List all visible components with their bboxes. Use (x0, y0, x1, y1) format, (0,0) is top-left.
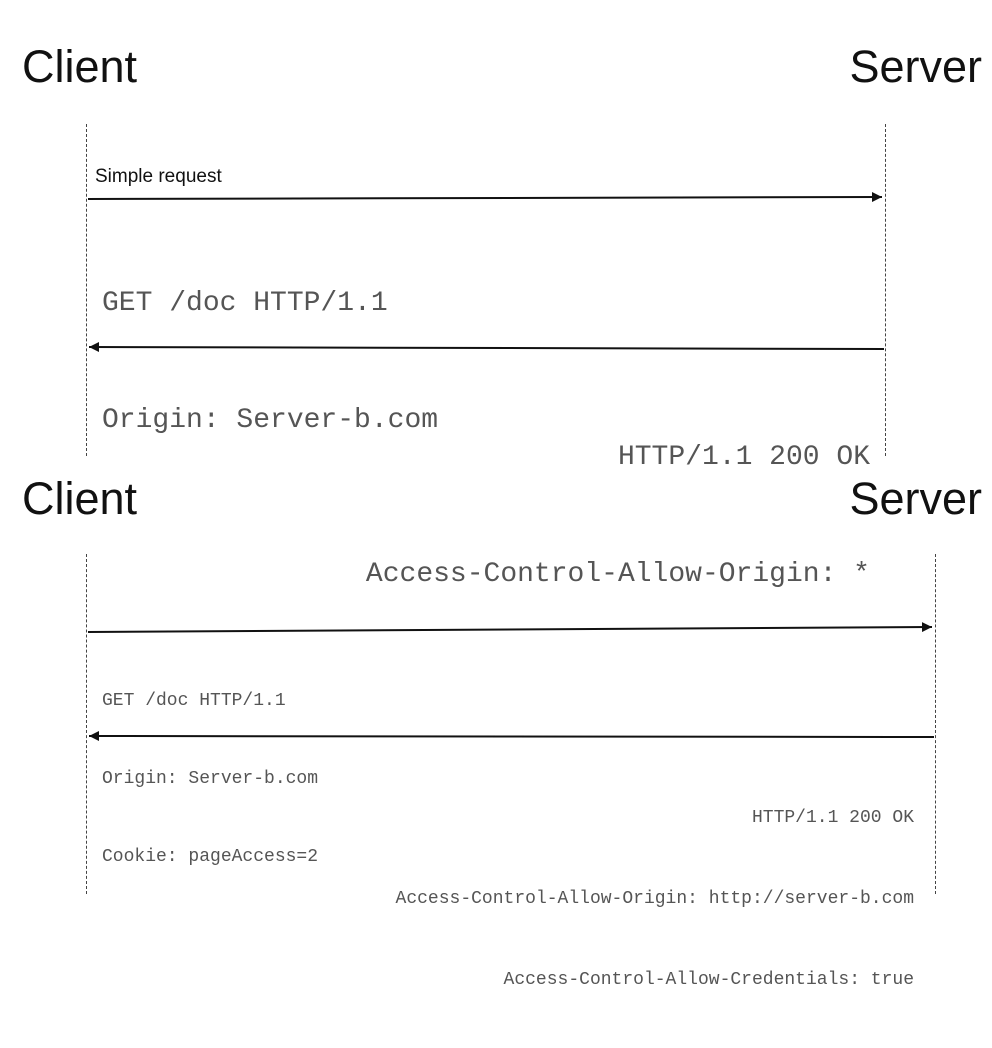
simple-request-diagram: Client Server Simple request GET /doc HT… (0, 0, 992, 590)
request-type-label: Simple request (95, 166, 222, 187)
response-line: Access-Control-Allow-Origin: http://serv… (395, 889, 914, 909)
response-line: Access-Control-Allow-Origin: * (365, 559, 870, 590)
response-message: HTTP/1.1 200 OK Access-Control-Allow-Ori… (396, 751, 914, 1048)
request-line: Origin: Server-b.com (102, 405, 439, 436)
response-line: HTTP/1.1 200 OK (617, 442, 870, 473)
request-message: GET /doc HTTP/1.1 Origin: Server-b.com C… (102, 636, 318, 922)
client-actor-label: Client (22, 473, 138, 524)
request-line: Origin: Server-b.com (102, 769, 319, 789)
message-arrows (87, 192, 885, 353)
response-arrow (88, 342, 885, 353)
request-arrow (87, 192, 883, 203)
request-line: GET /doc HTTP/1.1 (102, 691, 286, 711)
message-arrows (87, 622, 935, 742)
request-arrow (87, 622, 933, 633)
response-line: HTTP/1.1 200 OK (751, 808, 914, 828)
server-lifeline (935, 554, 936, 894)
client-lifeline (86, 554, 87, 894)
response-message: HTTP/1.1 200 OK Access-Control-Allow-Ori… (366, 360, 870, 672)
server-actor-label: Server (849, 473, 982, 524)
response-line: Access-Control-Allow-Credentials: true (503, 970, 914, 990)
client-lifeline (86, 124, 87, 456)
client-actor-label: Client (22, 41, 138, 92)
credentialed-request-diagram: Client Server GET /doc HTTP/1.1 Origin: … (0, 458, 992, 990)
server-lifeline (885, 124, 886, 456)
server-actor-label: Server (849, 41, 982, 92)
request-line: Cookie: pageAccess=2 (102, 847, 319, 867)
request-message: GET /doc HTTP/1.1 Origin: Server-b.com (102, 206, 438, 518)
response-arrow (88, 731, 935, 742)
request-line: GET /doc HTTP/1.1 (102, 288, 388, 319)
